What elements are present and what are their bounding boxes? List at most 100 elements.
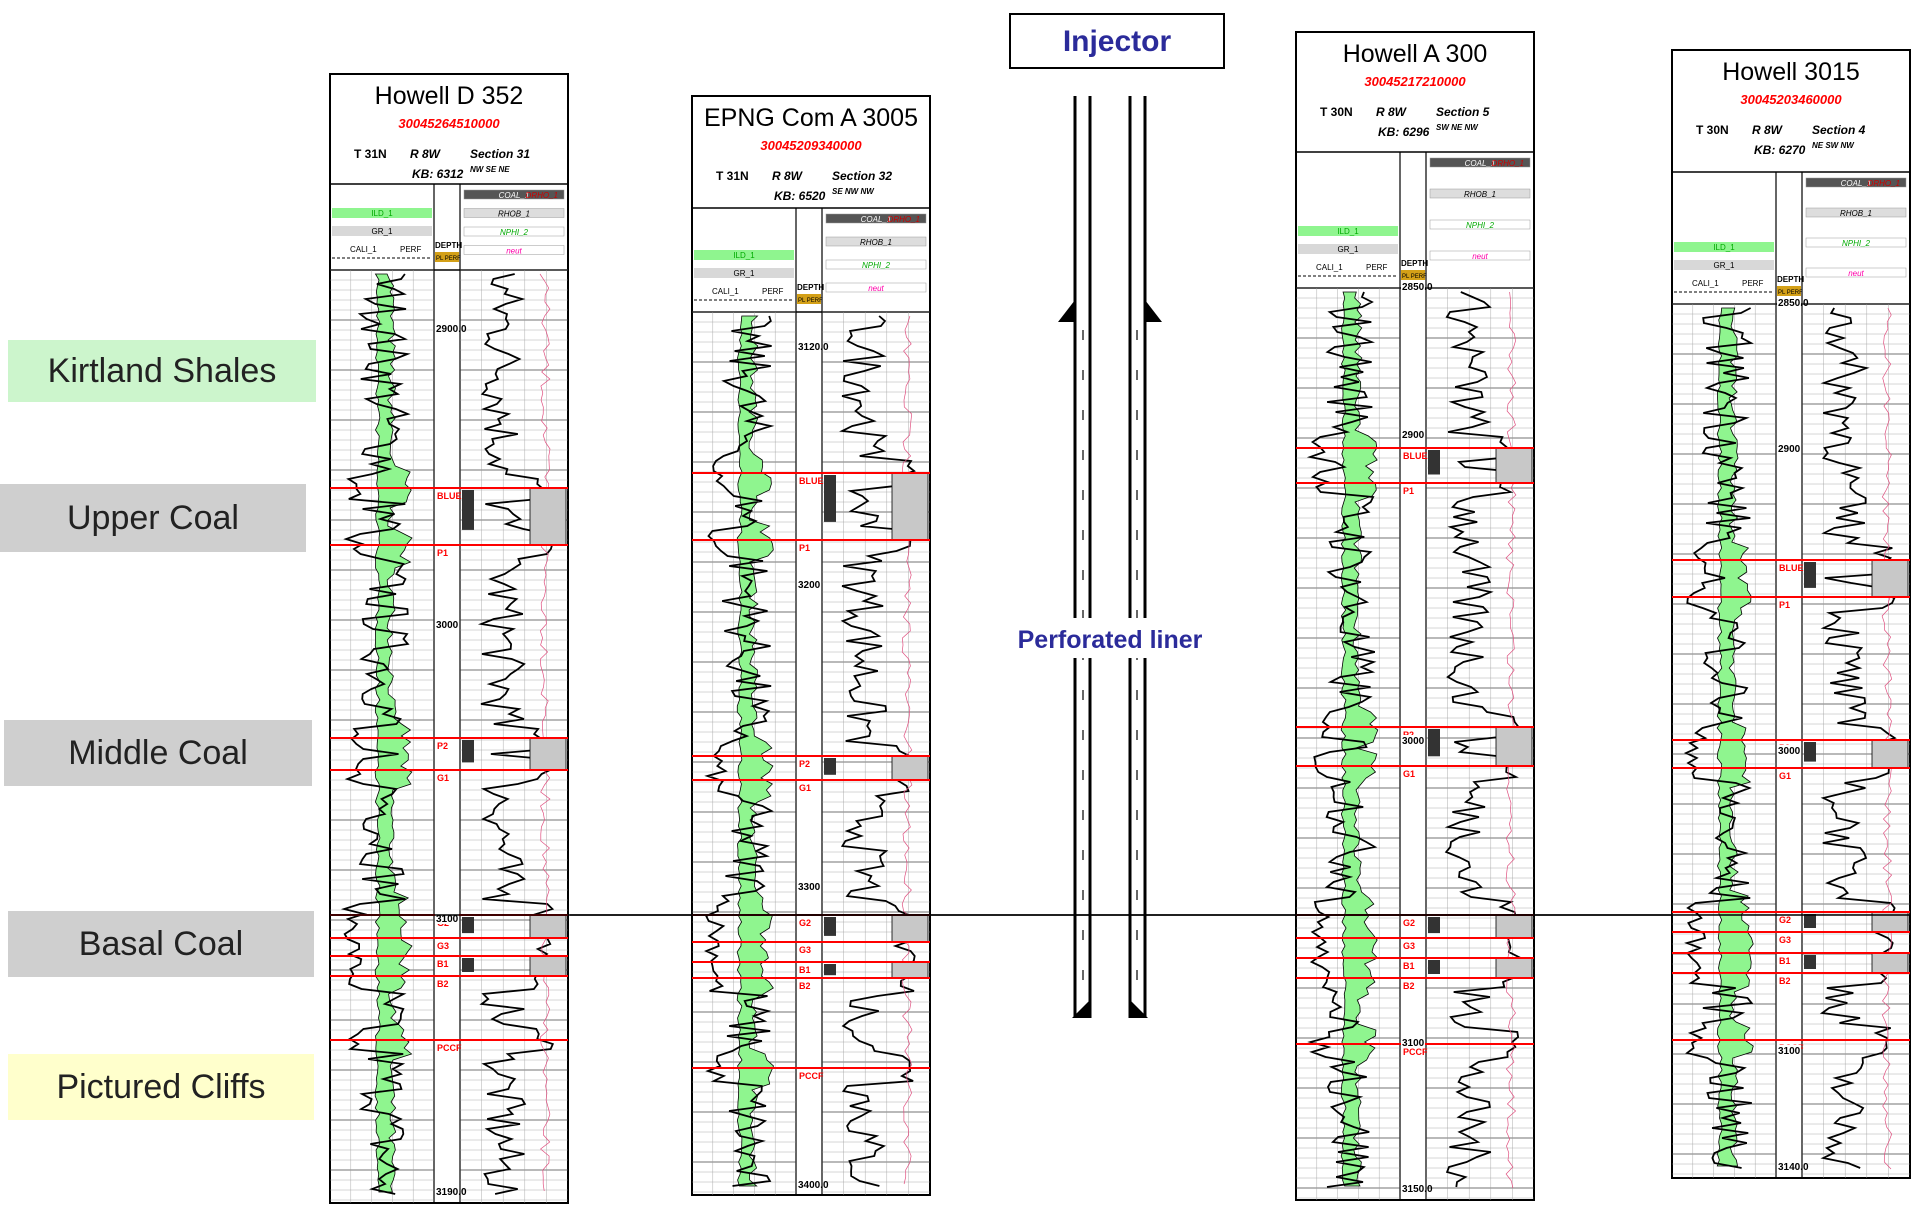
depth-label-bg bbox=[797, 881, 821, 892]
track-header-band bbox=[825, 259, 927, 270]
plperf-header-label: PL PERF bbox=[436, 256, 461, 262]
formation-top-label: G3 bbox=[437, 941, 449, 951]
depth-label: 2900 bbox=[1778, 444, 1801, 455]
gr-curve bbox=[1683, 307, 1754, 1169]
formation-top-label: G1 bbox=[437, 773, 449, 783]
track-header-label: COAL_1 bbox=[1465, 159, 1496, 168]
well-name: EPNG Com A 3005 bbox=[704, 104, 918, 132]
coal-density-fill bbox=[529, 487, 567, 546]
ild-header-band bbox=[1298, 226, 1398, 236]
depth-label: 3400.0 bbox=[798, 1180, 829, 1191]
depth-label: 3000 bbox=[436, 620, 459, 631]
depth-label: 3000 bbox=[1778, 746, 1801, 757]
zone-label: Kirtland Shales bbox=[47, 351, 277, 390]
coal-flag bbox=[462, 490, 474, 530]
coal-flag bbox=[462, 917, 474, 934]
gr-header-band bbox=[1298, 244, 1398, 254]
well-quarter: NE SW NW bbox=[1812, 141, 1855, 150]
formation-top-label: B2 bbox=[1779, 976, 1791, 986]
plperf-header-band bbox=[1401, 270, 1425, 280]
depth-label: 3150.0 bbox=[1402, 1184, 1433, 1195]
cali-header-label: CALI_1 bbox=[1316, 263, 1343, 272]
formation-top-label: P1 bbox=[1779, 600, 1790, 610]
track-header-label: neut bbox=[868, 284, 884, 293]
ild-header-label: ILD_1 bbox=[1337, 227, 1359, 236]
coal-density-fill bbox=[1871, 952, 1909, 974]
drho-curve bbox=[901, 315, 913, 1185]
gr-header-label: GR_1 bbox=[1338, 245, 1359, 254]
perf-header-label: PERF bbox=[400, 245, 421, 254]
zone-label: Basal Coal bbox=[78, 924, 244, 963]
zone-label: Upper Coal bbox=[67, 498, 239, 537]
zone-middle-coal: Middle Coal bbox=[4, 720, 312, 786]
zone-kirtland-shales: Kirtland Shales bbox=[8, 340, 316, 402]
coal-density-fill bbox=[1871, 559, 1909, 598]
coal-flag bbox=[1804, 914, 1816, 928]
well-kb-elevation: KB: 6520 bbox=[774, 189, 826, 203]
well-township: T 31N bbox=[354, 147, 387, 161]
depth-label-bg bbox=[1401, 281, 1425, 292]
coal-flag bbox=[462, 958, 474, 972]
drho-header-label: DRHO_1 bbox=[526, 191, 558, 200]
track-header-band bbox=[463, 245, 565, 255]
well-section: Section 32 bbox=[832, 169, 892, 183]
well-kb-elevation: KB: 6296 bbox=[1378, 125, 1430, 139]
density-curve bbox=[839, 315, 918, 1187]
track-header-band bbox=[1429, 250, 1531, 261]
well-range: R 8W bbox=[1752, 123, 1784, 137]
coal-flag bbox=[824, 758, 836, 775]
ild-header-label: ILD_1 bbox=[371, 209, 393, 218]
gr-header-band bbox=[332, 226, 432, 236]
well-panel-frame bbox=[329, 73, 569, 1204]
well-quarter: SE NW NW bbox=[832, 187, 875, 196]
well-kb-elevation: KB: 6312 bbox=[412, 167, 464, 181]
coal-density-fill bbox=[529, 914, 567, 939]
track-header-label: COAL_1 bbox=[1841, 179, 1872, 188]
track-header-label: neut bbox=[1472, 252, 1488, 261]
coal-density-fill bbox=[891, 961, 929, 979]
depth-label: 3190.0 bbox=[436, 1187, 467, 1198]
depth-label-bg bbox=[435, 1186, 459, 1197]
formation-top-label: P2 bbox=[799, 759, 810, 769]
formation-top-label: BLUE bbox=[799, 476, 824, 486]
depth-label-bg bbox=[1401, 1037, 1425, 1048]
drho-curve bbox=[539, 273, 551, 1192]
drho-curve bbox=[1881, 307, 1893, 1170]
well-section: Section 4 bbox=[1812, 123, 1866, 137]
plperf-header-band bbox=[1777, 286, 1801, 296]
coal-flag bbox=[1428, 917, 1440, 934]
well-api-number: 30045203460000 bbox=[1740, 92, 1842, 107]
plperf-header-label: PL PERF bbox=[798, 298, 823, 304]
well-name: Howell D 352 bbox=[375, 82, 524, 110]
depth-label-bg bbox=[435, 323, 459, 334]
formation-top-label: B2 bbox=[437, 979, 449, 989]
zone-basal-coal: Basal Coal bbox=[8, 911, 314, 977]
coal-density-fill bbox=[529, 955, 567, 977]
track-header-band bbox=[825, 213, 927, 224]
coal-density-fill bbox=[891, 755, 929, 781]
coal-flag bbox=[1428, 960, 1440, 974]
formation-top-label: G3 bbox=[799, 945, 811, 955]
well-section: Section 5 bbox=[1436, 105, 1490, 119]
density-curve bbox=[1819, 307, 1898, 1169]
depth-label-bg bbox=[1401, 735, 1425, 746]
casing-shoe-upper-left bbox=[1058, 300, 1075, 322]
depth-label: 3100 bbox=[436, 914, 459, 925]
ild-green-fill bbox=[374, 273, 413, 1193]
formation-top-label: P2 bbox=[437, 741, 448, 751]
formation-top-label: BLUE bbox=[1779, 563, 1804, 573]
depth-label: 2900 bbox=[1402, 430, 1425, 441]
ild-header-band bbox=[1674, 242, 1774, 252]
track-header-band bbox=[463, 226, 565, 237]
track-header-label: RHOB_1 bbox=[1464, 190, 1496, 199]
formation-top-label: G1 bbox=[1779, 771, 1791, 781]
coal-flag bbox=[462, 740, 474, 763]
ild-header-label: ILD_1 bbox=[1713, 243, 1735, 252]
formation-top-label: P1 bbox=[1403, 486, 1414, 496]
formation-top-label: G3 bbox=[1779, 935, 1791, 945]
perforated-liner-label: Perforated liner bbox=[1018, 626, 1203, 654]
formation-top-label: B1 bbox=[1403, 961, 1415, 971]
gr-header-band bbox=[1674, 260, 1774, 270]
